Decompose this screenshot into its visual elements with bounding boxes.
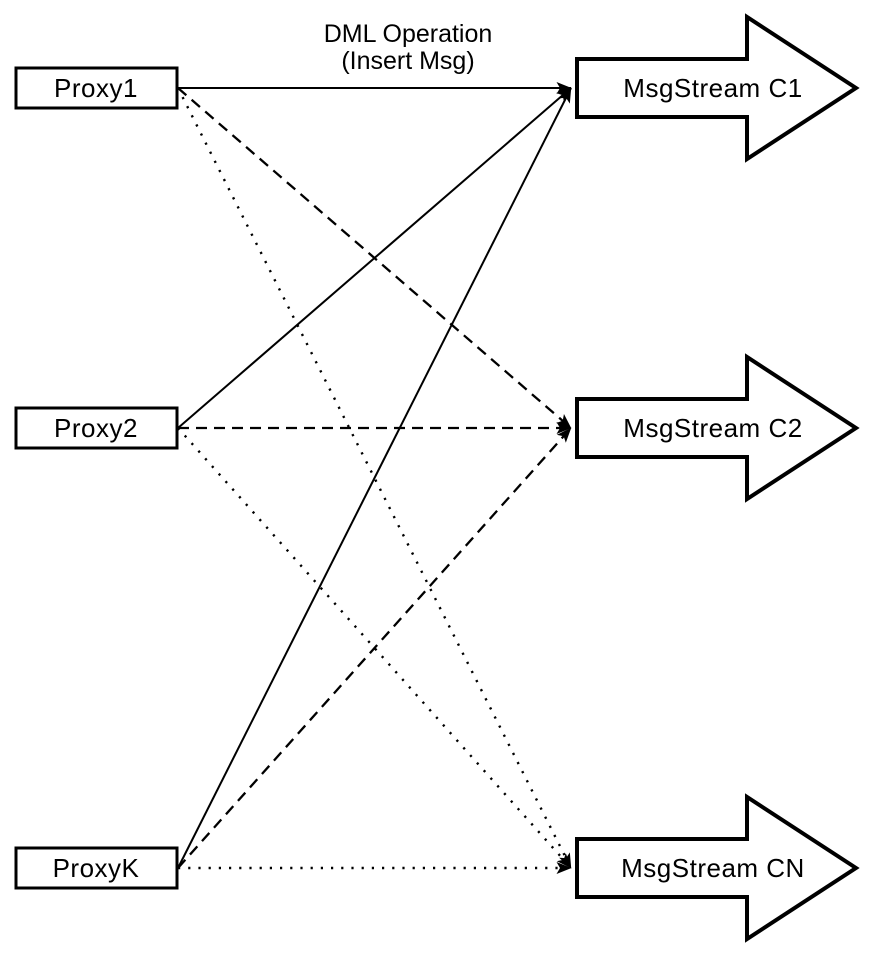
msgstream-c2-node: MsgStream C2 [575, 353, 860, 503]
msgstream-c1-label: MsgStream C1 [623, 73, 802, 103]
proxy1-box [14, 66, 179, 110]
proxyk-box [14, 846, 179, 890]
msgstream-c1-arrow-shape [575, 13, 860, 163]
proxyk-label: ProxyK [53, 853, 140, 883]
proxy2-node: Proxy2 [14, 406, 179, 450]
proxy2-label: Proxy2 [54, 413, 138, 443]
msgstream-c1-node: MsgStream C1 [575, 13, 860, 163]
edge-proxy2-to-c1 [177, 87, 572, 429]
msgstream-cn-arrow-shape [575, 793, 860, 943]
edge-proxy2-to-cn [177, 427, 572, 869]
edge-annotation: DML Operation (Insert Msg) [324, 20, 493, 75]
edges-layer [176, 82, 573, 874]
proxy1-node: Proxy1 [14, 66, 179, 110]
msgstream-cn-node: MsgStream CN [575, 793, 860, 943]
proxy2-box [14, 406, 179, 450]
edge-proxyk-to-c1 [177, 87, 572, 869]
msgstream-cn-label: MsgStream CN [621, 853, 805, 883]
proxyk-node: ProxyK [14, 846, 179, 890]
edge-annotation-line1: DML Operation [324, 20, 493, 48]
msgstream-c2-arrow-shape [575, 353, 860, 503]
proxy1-label: Proxy1 [54, 73, 138, 103]
edge-annotation-line2: (Insert Msg) [341, 47, 474, 75]
msgstream-c2-label: MsgStream C2 [623, 413, 802, 443]
edge-proxyk-to-c2 [177, 427, 572, 869]
